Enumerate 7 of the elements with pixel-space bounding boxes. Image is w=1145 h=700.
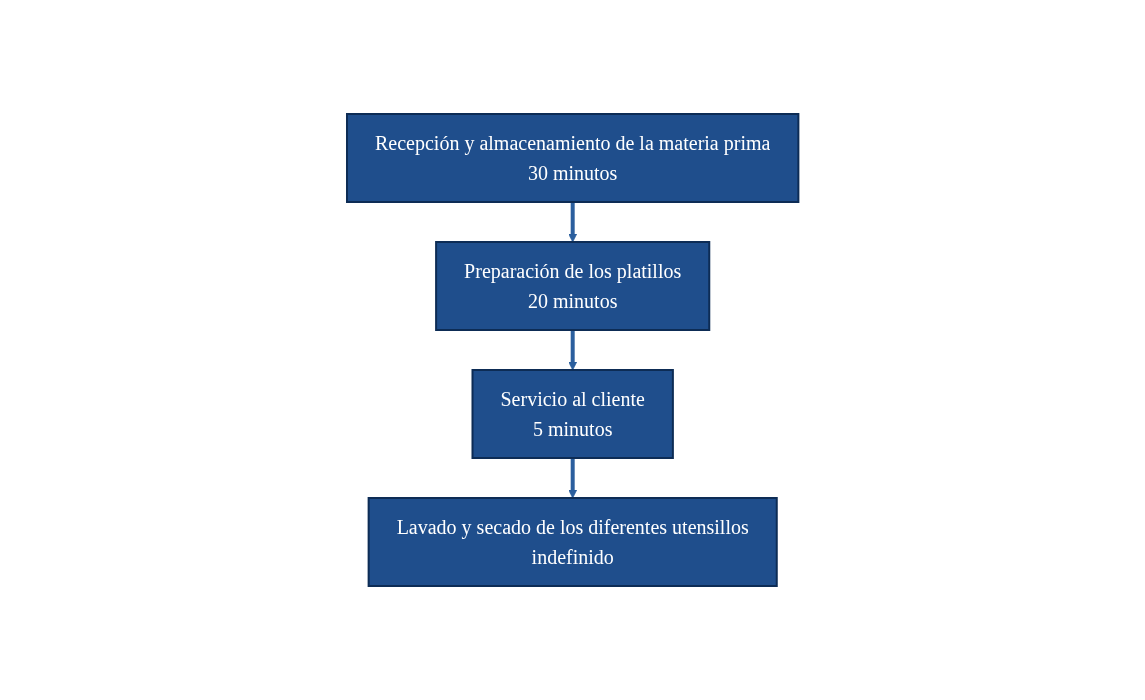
arrow [568, 330, 577, 371]
node-box: Recepción y almacenamiento de la materia prima 30 minutos [345, 113, 800, 203]
node-box: Lavado y secado de los diferentes utensillos indefinido [367, 497, 778, 587]
node-box: Servicio al cliente 5 minutos [471, 369, 674, 459]
node-box: Preparación de los platillos 20 minutos [434, 241, 711, 331]
arrow [568, 202, 577, 243]
arrow [568, 458, 577, 499]
